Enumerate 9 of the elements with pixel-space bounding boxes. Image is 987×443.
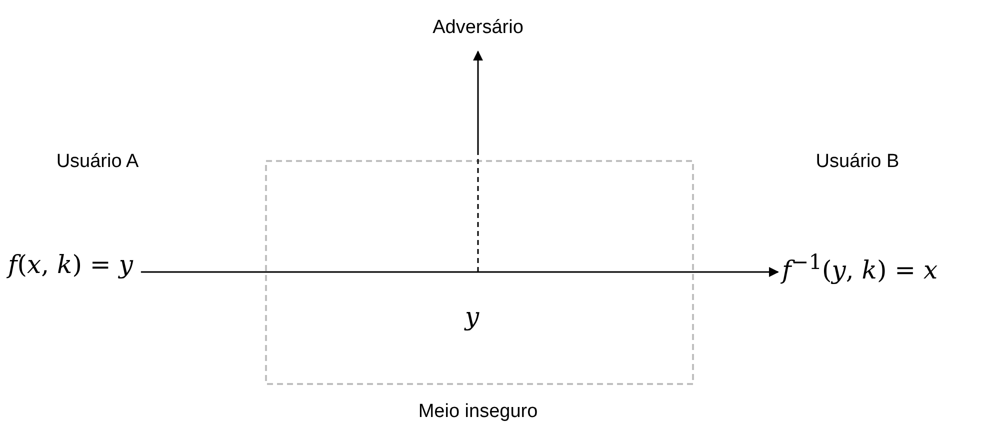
region-label: Meio inseguro: [417, 400, 539, 424]
variable-label: y: [465, 302, 480, 331]
user-label: Usuário A: [55, 150, 140, 174]
arrow: [473, 50, 483, 272]
formula: f$^{−1}$(y, k) = x: [782, 250, 938, 284]
user-label: Usuário B: [814, 150, 900, 174]
user-label: Adversário: [432, 16, 524, 40]
arrow: [140, 267, 779, 277]
formula: f(x, k) = y: [8, 250, 133, 279]
